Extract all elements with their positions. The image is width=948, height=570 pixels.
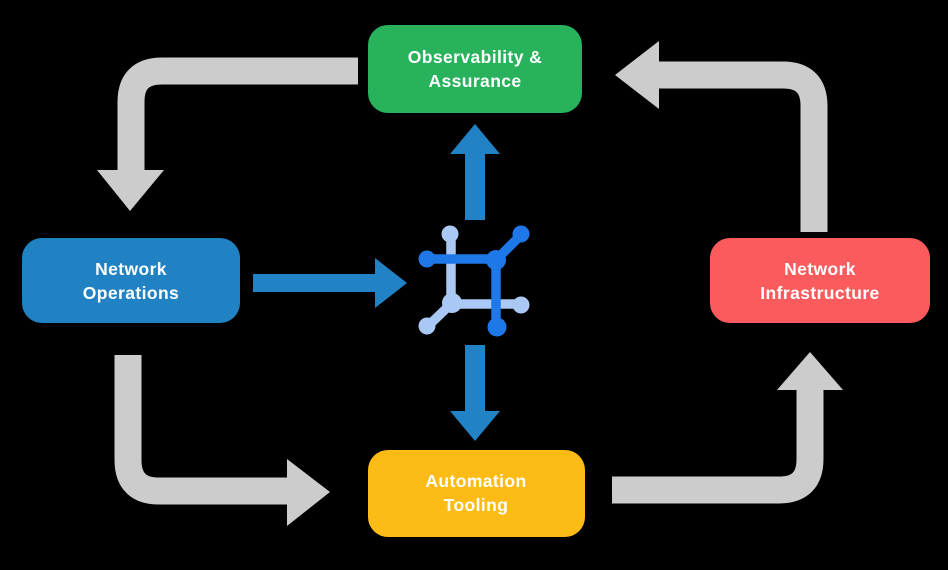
node-automation-line2: Tooling bbox=[444, 495, 509, 515]
icon-node-bottomleft bbox=[442, 293, 462, 313]
network-mesh-icon-dark-nodes bbox=[418, 225, 530, 337]
node-operations-line2: Operations bbox=[83, 283, 179, 303]
node-automation-box bbox=[368, 450, 585, 537]
gray-arrow-topleft-shaft bbox=[117, 57, 358, 172]
gray-arrow-topleft-head bbox=[97, 170, 164, 211]
gray-arrow-topright-shaft bbox=[659, 61, 828, 232]
gray-arrow-bottomleft-shaft bbox=[114, 355, 287, 505]
gray-arrow-bottomleft-head bbox=[287, 459, 330, 526]
icon-node-top bbox=[441, 225, 459, 243]
blue-arrow-icon-to-observability bbox=[450, 124, 500, 220]
node-infrastructure-line2: Infrastructure bbox=[760, 283, 879, 303]
blue-arrow-operations-to-icon bbox=[253, 258, 407, 308]
node-observability-line2: Assurance bbox=[428, 71, 521, 91]
icon-node-downleft bbox=[418, 317, 436, 335]
gray-arrow-operations-to-automation bbox=[114, 355, 330, 526]
node-observability-label: Observability & Assurance bbox=[408, 47, 542, 91]
network-mesh-icon-light-nodes bbox=[418, 225, 530, 335]
gray-arrow-topright-head bbox=[615, 41, 659, 109]
node-operations-line1: Network bbox=[95, 259, 167, 279]
gray-arrow-bottomright-head bbox=[777, 352, 843, 390]
blue-arrow-icon-to-automation bbox=[450, 345, 500, 441]
network-mesh-icon bbox=[418, 225, 530, 337]
node-observability-line1: Observability & bbox=[408, 47, 542, 67]
node-infrastructure-box bbox=[710, 238, 930, 323]
gray-arrow-observability-to-operations bbox=[97, 57, 358, 211]
gray-arrow-bottomright-shaft bbox=[612, 388, 824, 504]
icon-node-left bbox=[418, 250, 436, 268]
gray-arrow-infrastructure-to-observability bbox=[615, 41, 828, 232]
icon-node-right bbox=[512, 296, 530, 314]
icon-node-bottom bbox=[487, 317, 507, 337]
node-operations-box bbox=[22, 238, 240, 323]
icon-node-topright bbox=[486, 250, 506, 270]
node-observability-box bbox=[368, 25, 582, 113]
gray-arrow-automation-to-infrastructure bbox=[612, 352, 843, 504]
node-automation-line1: Automation bbox=[425, 471, 526, 491]
node-infrastructure-line1: Network bbox=[784, 259, 856, 279]
node-observability-assurance: Observability & Assurance bbox=[368, 25, 582, 113]
icon-node-upright bbox=[512, 225, 530, 243]
